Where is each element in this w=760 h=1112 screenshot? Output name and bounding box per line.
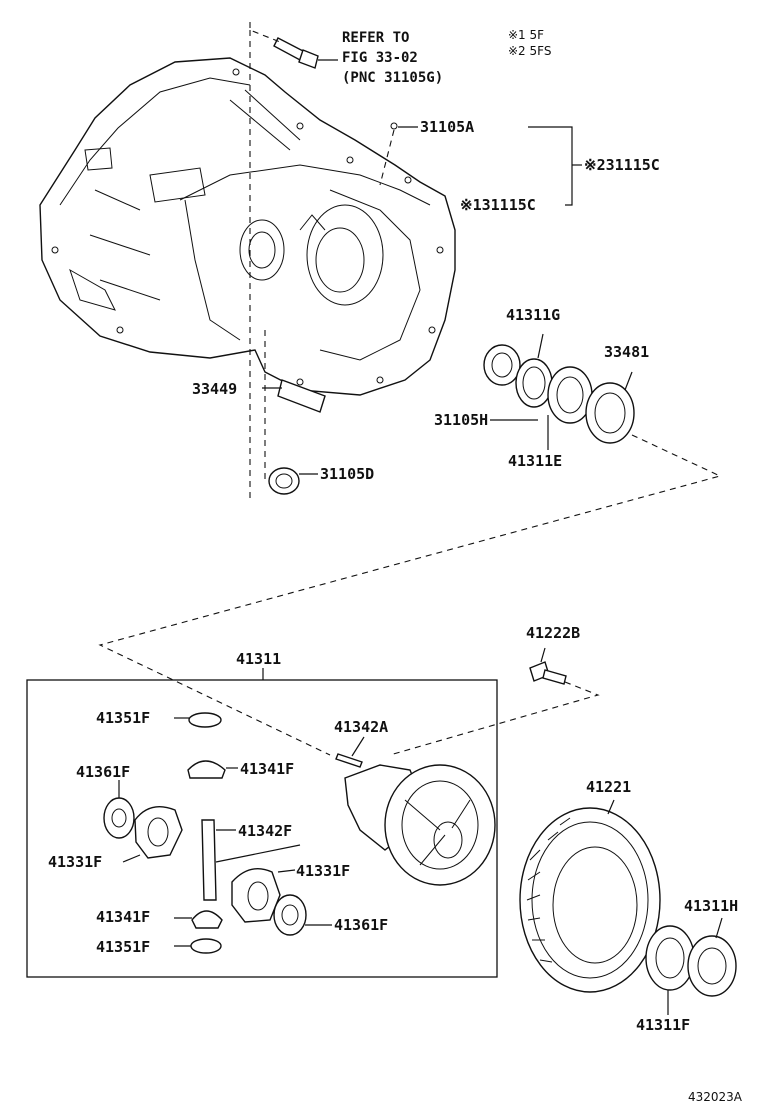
bearing-group-drawing — [483, 344, 635, 444]
part-label-31115C-2[interactable]: ※231115C — [584, 156, 660, 174]
part-label-31105H[interactable]: 31105H — [434, 411, 489, 429]
part-label-41351F-bottom[interactable]: 41351F — [96, 938, 151, 956]
part-label-41331F-left[interactable]: 41331F — [48, 853, 103, 871]
refer-note: REFER TO FIG 33-02 (PNC 31105G) — [342, 28, 443, 88]
part-label-31105D[interactable]: 31105D — [320, 465, 375, 483]
seal-31105D-drawing — [268, 467, 300, 495]
part-label-41341F-top[interactable]: 41341F — [240, 760, 295, 778]
note-1: ※1 5F — [508, 28, 545, 42]
part-label-41351F-top[interactable]: 41351F — [96, 709, 151, 727]
refer-line-1: REFER TO — [342, 30, 410, 46]
part-label-41342A[interactable]: 41342A — [334, 718, 389, 736]
bolt-41222B-drawing — [529, 661, 567, 685]
part-label-41361F-left[interactable]: 41361F — [76, 763, 131, 781]
note-2: ※2 5FS — [508, 44, 552, 58]
part-label-31105A[interactable]: 31105A — [420, 118, 475, 136]
differential-case-drawing — [344, 764, 496, 886]
part-label-41222B[interactable]: 41222B — [526, 624, 581, 642]
part-label-41341F-bottom[interactable]: 41341F — [96, 908, 151, 926]
part-label-41311H[interactable]: 41311H — [684, 897, 739, 915]
refer-line-3: (PNC 31105G) — [342, 70, 444, 86]
part-label-41311[interactable]: 41311 — [236, 650, 282, 668]
transaxle-case-drawing — [39, 57, 456, 396]
part-label-41361F-right[interactable]: 41361F — [334, 916, 389, 934]
part-label-41221[interactable]: 41221 — [586, 778, 632, 796]
part-label-41311F[interactable]: 41311F — [636, 1016, 691, 1034]
figure-code: 432023A — [688, 1090, 743, 1104]
case-bolt-drawing — [273, 37, 319, 69]
part-label-41311E[interactable]: 41311E — [508, 452, 563, 470]
refer-line-2: FIG 33-02 — [342, 50, 418, 66]
part-label-33449[interactable]: 33449 — [192, 380, 238, 398]
part-label-41331F-right[interactable]: 41331F — [296, 862, 351, 880]
part-label-31115C-1[interactable]: ※131115C — [460, 196, 536, 214]
part-label-33481[interactable]: 33481 — [604, 343, 650, 361]
differential-kit-box — [26, 679, 498, 978]
part-label-41342F[interactable]: 41342F — [238, 822, 293, 840]
plate-33449-drawing — [277, 379, 326, 413]
ring-gear-drawing — [519, 807, 661, 993]
part-label-41311G[interactable]: 41311G — [506, 306, 561, 324]
